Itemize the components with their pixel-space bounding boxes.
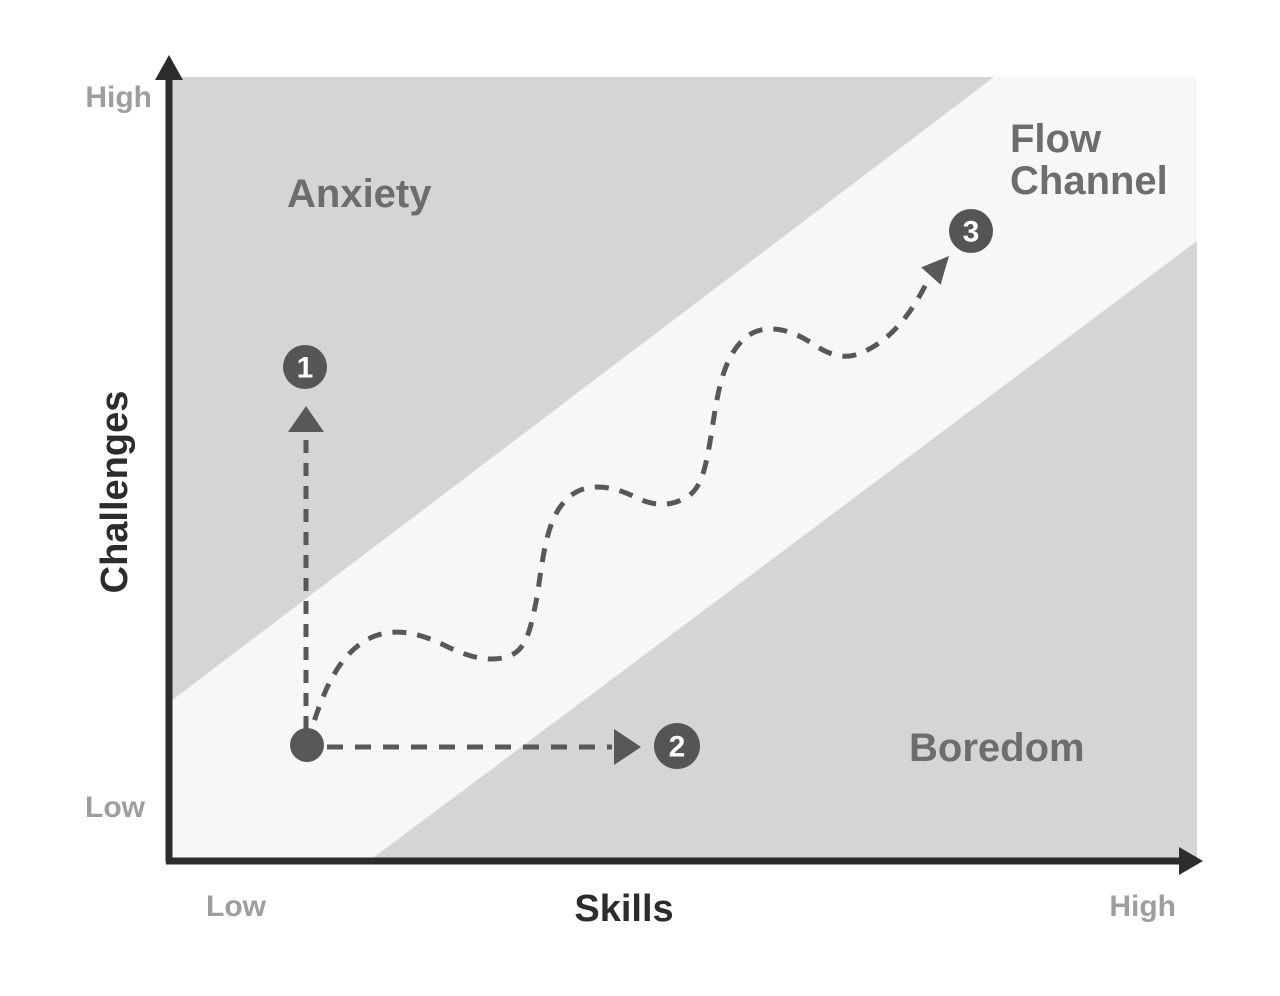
marker-2-number: 2 — [669, 731, 686, 764]
marker-1-number: 1 — [297, 352, 314, 385]
y-axis-title: Challenges — [94, 391, 136, 594]
flow-channel-label-line2: Channel — [1010, 159, 1168, 203]
marker-3-circle — [949, 209, 993, 253]
marker-3-number: 3 — [963, 216, 980, 249]
marker-2-circle — [654, 723, 700, 769]
x-axis-title: Skills — [574, 888, 673, 930]
x-axis-low-tick: Low — [206, 890, 267, 923]
anxiety-label: Anxiety — [287, 172, 432, 216]
marker-1: 1 — [283, 345, 327, 389]
flow-path-arrow-head-icon — [921, 256, 949, 285]
anxiety-region — [171, 77, 994, 701]
y-axis-arrow-icon — [155, 55, 183, 80]
y-axis-high-tick: High — [85, 81, 152, 114]
x-axis-high-tick: High — [1109, 890, 1176, 923]
boredom-region — [373, 241, 1197, 858]
flow-channel-label-line1: Flow — [1010, 117, 1102, 161]
arrow-right-head-icon — [614, 729, 641, 765]
marker-2: 2 — [654, 723, 700, 769]
y-axis-low-tick: Low — [85, 791, 146, 824]
arrow-up-head-icon — [288, 406, 324, 432]
start-dot — [290, 728, 324, 762]
marker-3: 3 — [949, 209, 993, 253]
marker-1-circle — [283, 345, 327, 389]
x-axis-arrow-icon — [1179, 847, 1203, 875]
flow-path-dashed — [304, 282, 929, 745]
boredom-label: Boredom — [909, 726, 1085, 770]
